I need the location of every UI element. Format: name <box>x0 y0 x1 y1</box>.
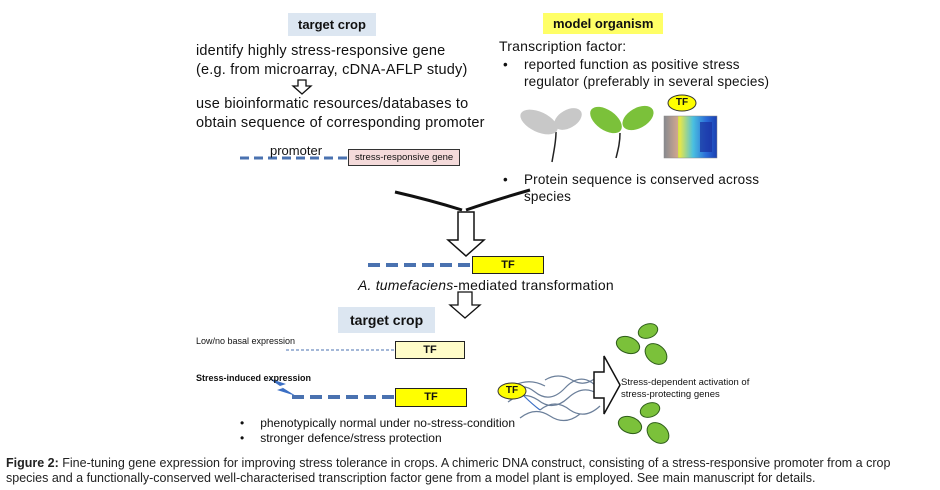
grey-seedling-icon <box>520 108 582 163</box>
figure-caption: Figure 2: Fine-tuning gene expression fo… <box>6 456 934 486</box>
stress-induced-label: Stress-induced expression <box>196 373 312 383</box>
activation-line1: Stress-dependent activation of <box>621 377 750 388</box>
dna-tf-oval-badge <box>497 382 527 400</box>
lightning-bolt-icon <box>268 378 296 396</box>
bottom-bullet-1-text: phenotypically normal under no-stress-co… <box>260 416 516 430</box>
plant-icon-top <box>615 323 668 365</box>
tf-bullet-1: • reported function as positive stress r… <box>503 56 769 90</box>
bottom-bullet-2-text: stronger defence/stress protection <box>260 431 442 445</box>
dna-tf-badge-label: TF <box>505 385 519 396</box>
step2-line1: use bioinformatic resources/databases to <box>196 96 469 112</box>
bullet-dot: • <box>240 416 245 430</box>
stress-induced-tf-box: TF <box>395 388 467 407</box>
step2: use bioinformatic resources/databases to… <box>196 95 485 133</box>
low-basal-tf-box: TF <box>395 341 465 359</box>
step2-line2: obtain sequence of corresponding promote… <box>196 115 485 131</box>
step1: identify highly stress-responsive gene (… <box>196 42 468 80</box>
activation-line2: stress-protecting genes <box>621 389 720 400</box>
down-arrow-small <box>291 79 313 95</box>
target-crop-bottom-header: target crop <box>338 307 436 333</box>
merge-line-right <box>465 188 531 212</box>
tf-bullet-2-line1: Protein sequence is conserved across <box>523 172 760 187</box>
low-basal-label: Low/no basal expression <box>196 336 296 346</box>
transcription-factor-title: Transcription factor: <box>499 38 627 54</box>
activation-text: Stress-dependent activation of stress-pr… <box>621 377 749 401</box>
caption-label: Figure 2: <box>6 456 59 470</box>
tf-bullet-1-line1: reported function as positive stress <box>523 57 740 72</box>
down-arrow-large <box>446 211 486 258</box>
tf-oval-badge <box>667 94 697 112</box>
sequence-alignment-icon <box>663 115 718 159</box>
promoter-label: promoter <box>270 143 323 158</box>
plant-icon-bottom <box>617 402 670 444</box>
bullet-dot: • <box>240 431 245 445</box>
tf-binding-arrow <box>523 395 541 411</box>
transformation-label: A. tumefaciens-mediated transformation <box>358 276 614 295</box>
tf-bullet-2-line2: species <box>523 189 572 204</box>
bottom-bullet-2: • stronger defence/stress protection <box>240 431 442 446</box>
bullet-dot: • <box>503 57 508 72</box>
step1-line2: (e.g. from microarray, cDNA-AFLP study) <box>196 62 468 78</box>
bullet-dot: • <box>503 172 508 187</box>
bottom-bullet-1: • phenotypically normal under no-stress-… <box>240 416 515 431</box>
activation-arrow <box>593 355 621 415</box>
step1-line1: identify highly stress-responsive gene <box>196 43 446 59</box>
down-arrow-medium <box>448 291 482 319</box>
stress-responsive-gene-box: stress-responsive gene <box>348 149 461 166</box>
construct-tf-box: TF <box>472 256 544 274</box>
tf-bullet-1-line2: regulator (preferably in several species… <box>523 74 770 89</box>
green-seedling-icon <box>590 105 654 159</box>
tf-badge-label: TF <box>675 97 689 108</box>
tf-bullet-2: • Protein sequence is conserved across s… <box>503 171 759 205</box>
model-organism-header: model organism <box>543 13 664 34</box>
transformation-italic: A. tumefaciens <box>358 277 454 293</box>
transformation-rest: -mediated transformation <box>453 277 614 293</box>
caption-text: Fine-tuning gene expression for improvin… <box>6 456 891 485</box>
target-crop-header: target crop <box>288 13 376 36</box>
merge-line-left <box>394 190 463 212</box>
